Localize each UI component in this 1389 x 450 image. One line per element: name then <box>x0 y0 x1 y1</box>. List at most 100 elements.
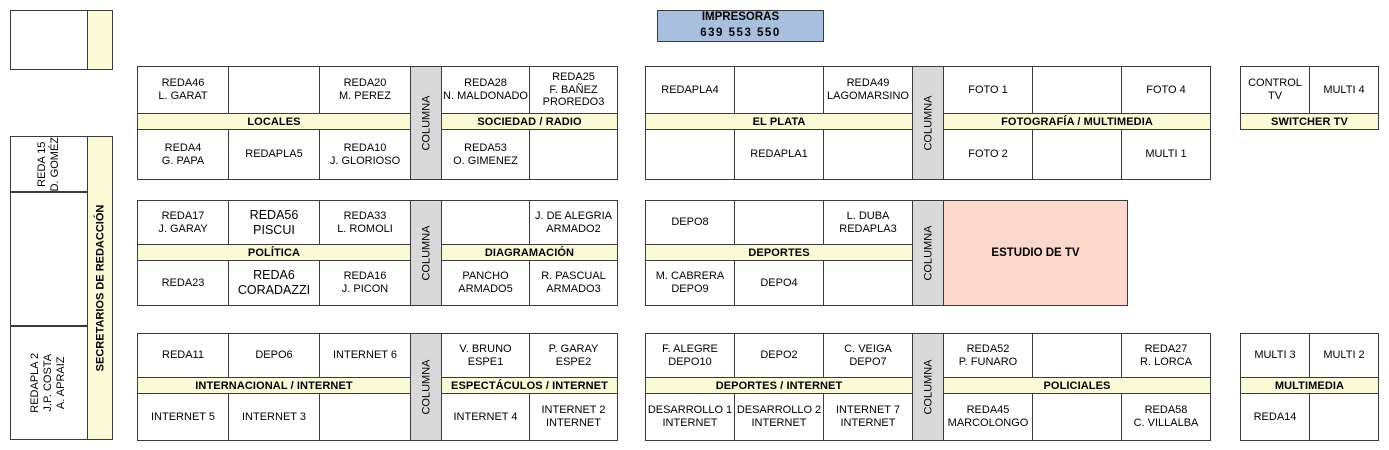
cell-sociedad-bottom-2[interactable] <box>529 129 618 180</box>
cell-elplata-bottom-3[interactable] <box>823 129 913 180</box>
top-left-box-main-cell[interactable] <box>10 10 88 70</box>
cell-reda53[interactable]: REDA53 O. GIMENEZ <box>441 129 530 180</box>
cell-reda6[interactable]: REDA6 CORADAZZI <box>228 260 320 306</box>
cell-reda14[interactable]: REDA14 <box>1240 393 1310 441</box>
cell-internacional-bottom-3[interactable] <box>319 393 411 441</box>
block-politica-diagramacion: REDA17 J. GARAY REDA56 PISCUI REDA33 L. … <box>137 200 618 306</box>
label-fotografia-multimedia: FOTOGRAFÍA / MULTIMEDIA <box>943 113 1211 130</box>
block-internacional-espectaculos: REDA11 DEPO6 INTERNET 6 INTERNACIONAL / … <box>137 333 618 441</box>
label-deportes: DEPORTES <box>645 244 913 261</box>
cell-depo2[interactable]: DEPO2 <box>734 333 824 378</box>
cell-m-cabrera-depo9[interactable]: M. CABRERA DEPO9 <box>645 260 735 306</box>
cell-multi-2[interactable]: MULTI 2 <box>1309 333 1379 378</box>
cell-internet-6[interactable]: INTERNET 6 <box>319 333 411 378</box>
label-espectaculos-internet: ESPECTÁCULOS / INTERNET <box>441 377 618 394</box>
cell-foto-2[interactable]: FOTO 2 <box>943 129 1033 180</box>
sidebar-cell-empty[interactable] <box>10 192 88 326</box>
cell-reda17[interactable]: REDA17 J. GARAY <box>137 200 229 245</box>
block-deportesinternet-policiales: F. ALEGRE DEPO10 DEPO2 C. VEIGA DEPO7 DE… <box>645 333 1211 441</box>
cell-pancho-armado5[interactable]: PANCHO ARMADO5 <box>441 260 530 306</box>
cell-diagramacion-top-1[interactable] <box>441 200 530 245</box>
cell-reda10[interactable]: REDA10 J. GLORIOSO <box>319 129 411 180</box>
cell-reda45[interactable]: REDA45 MARCOLONGO <box>943 393 1033 441</box>
cell-internet-4[interactable]: INTERNET 4 <box>441 393 530 441</box>
sidebar-cell-reda15[interactable]: REDA 15 D. GOMÉZ <box>10 136 88 192</box>
cell-reda23[interactable]: REDA23 <box>137 260 229 306</box>
columna-label-5: COLUMNA <box>420 359 433 415</box>
columna-label-4: COLUMNA <box>922 225 935 281</box>
cell-reda28[interactable]: REDA28 N. MALDONADO <box>441 66 530 114</box>
columna-label-3: COLUMNA <box>420 225 433 281</box>
columna-strip-4: COLUMNA <box>912 200 944 306</box>
cell-fotografia-bottom-2[interactable] <box>1032 129 1122 180</box>
sidebar-cell-reda15-label: REDA 15 D. GOMÉZ <box>35 136 61 192</box>
sidebar-secretarios-de-redaccion: REDA 15 D. GOMÉZ REDAPLA 2 J.P. COSTA A.… <box>10 136 113 440</box>
cell-elplata-top-2[interactable] <box>734 66 824 114</box>
cell-elplata-bottom-1[interactable] <box>645 129 735 180</box>
cell-depo8[interactable]: DEPO8 <box>645 200 735 245</box>
columna-label-2: COLUMNA <box>922 95 935 151</box>
cell-reda46[interactable]: REDA46 L. GARAT <box>137 66 229 114</box>
cell-j-de-alegria[interactable]: J. DE ALEGRIA ARMADO2 <box>529 200 618 245</box>
columna-strip-2: COLUMNA <box>912 66 944 180</box>
cell-redapla4[interactable]: REDAPLA4 <box>645 66 735 114</box>
cell-internet-2[interactable]: INTERNET 2 INTERNET <box>529 393 618 441</box>
cell-multi-1[interactable]: MULTI 1 <box>1121 129 1211 180</box>
cell-desarrollo-1[interactable]: DESARROLLO 1 INTERNET <box>645 393 735 441</box>
cell-c-veiga-depo7[interactable]: C. VEIGA DEPO7 <box>823 333 913 378</box>
top-left-box <box>10 10 113 70</box>
studio-de-tv[interactable]: ESTUDIO DE TV <box>943 200 1128 306</box>
sidebar-label-text: SECRETARIOS DE REDACCIÓN <box>94 204 106 372</box>
cell-r-pascual-armado3[interactable]: R. PASCUAL ARMADO3 <box>529 260 618 306</box>
cell-redapla1[interactable]: REDAPLA1 <box>734 129 824 180</box>
cell-desarrollo-2[interactable]: DESARROLLO 2 INTERNET <box>734 393 824 441</box>
cell-reda4[interactable]: REDA4 G. PAPA <box>137 129 229 180</box>
label-policiales: POLICIALES <box>943 377 1211 394</box>
cell-multi-4[interactable]: MULTI 4 <box>1309 66 1379 114</box>
cell-reda11[interactable]: REDA11 <box>137 333 229 378</box>
cell-reda27[interactable]: REDA27 R. LORCA <box>1121 333 1211 378</box>
cell-internet-7[interactable]: INTERNET 7 INTERNET <box>823 393 913 441</box>
cell-deportes-top-2[interactable] <box>734 200 824 245</box>
cell-locales-top-2[interactable] <box>228 66 320 114</box>
block-multimedia: MULTI 3 MULTI 2 MULTIMEDIA REDA14 <box>1240 333 1379 441</box>
cell-f-alegre-depo10[interactable]: F. ALEGRE DEPO10 <box>645 333 735 378</box>
columna-label-1: COLUMNA <box>420 95 433 151</box>
block-locales-sociedad: REDA46 L. GARAT REDA20 M. PEREZ LOCALES … <box>137 66 618 180</box>
printers-header: IMPRESORAS 639 553 550 <box>657 10 824 42</box>
cell-foto-4[interactable]: FOTO 4 <box>1121 66 1211 114</box>
cell-reda16[interactable]: REDA16 J. PICON <box>319 260 411 306</box>
cell-reda58[interactable]: REDA58 C. VILLALBA <box>1121 393 1211 441</box>
cell-depo6[interactable]: DEPO6 <box>228 333 320 378</box>
sidebar-cell-redapla2[interactable]: REDAPLA 2 J.P. COSTA A. APRAIZ <box>10 326 88 440</box>
columna-strip-6: COLUMNA <box>912 333 944 441</box>
cell-v-bruno-espe1[interactable]: V. BRUNO ESPE1 <box>441 333 530 378</box>
printers-numbers: 639 553 550 <box>700 27 781 39</box>
cell-reda56[interactable]: REDA56 PISCUI <box>228 200 320 245</box>
cell-multi-3[interactable]: MULTI 3 <box>1240 333 1310 378</box>
cell-reda49[interactable]: REDA49 LAGOMARSINO <box>823 66 913 114</box>
cell-depo4[interactable]: DEPO4 <box>734 260 824 306</box>
cell-control-tv[interactable]: CONTROL TV <box>1240 66 1310 114</box>
label-sociedad-radio: SOCIEDAD / RADIO <box>441 113 618 130</box>
cell-internet-5[interactable]: INTERNET 5 <box>137 393 229 441</box>
cell-p-garay-espe2[interactable]: P. GARAY ESPE2 <box>529 333 618 378</box>
cell-internet-3[interactable]: INTERNET 3 <box>228 393 320 441</box>
cell-reda25[interactable]: REDA25 F. BAÑEZ PROREDO3 <box>529 66 618 114</box>
columna-strip-3: COLUMNA <box>410 200 442 306</box>
cell-policiales-bottom-2[interactable] <box>1032 393 1122 441</box>
label-deportes-internet: DEPORTES / INTERNET <box>645 377 913 394</box>
cell-fotografia-top-2[interactable] <box>1032 66 1122 114</box>
cell-reda52[interactable]: REDA52 P. FUNARO <box>943 333 1033 378</box>
columna-strip-5: COLUMNA <box>410 333 442 441</box>
cell-l-duba[interactable]: L. DUBA REDAPLA3 <box>823 200 913 245</box>
cell-reda20[interactable]: REDA20 M. PEREZ <box>319 66 411 114</box>
cell-multimedia-bottom-2[interactable] <box>1309 393 1379 441</box>
block-switcher-tv: CONTROL TV MULTI 4 SWITCHER TV <box>1240 66 1379 130</box>
cell-reda33[interactable]: REDA33 L. ROMOLI <box>319 200 411 245</box>
cell-redapla5[interactable]: REDAPLA5 <box>228 129 320 180</box>
cell-foto-1[interactable]: FOTO 1 <box>943 66 1033 114</box>
cell-deportes-bottom-3[interactable] <box>823 260 913 306</box>
cell-policiales-top-2[interactable] <box>1032 333 1122 378</box>
label-switcher-tv: SWITCHER TV <box>1240 113 1379 130</box>
